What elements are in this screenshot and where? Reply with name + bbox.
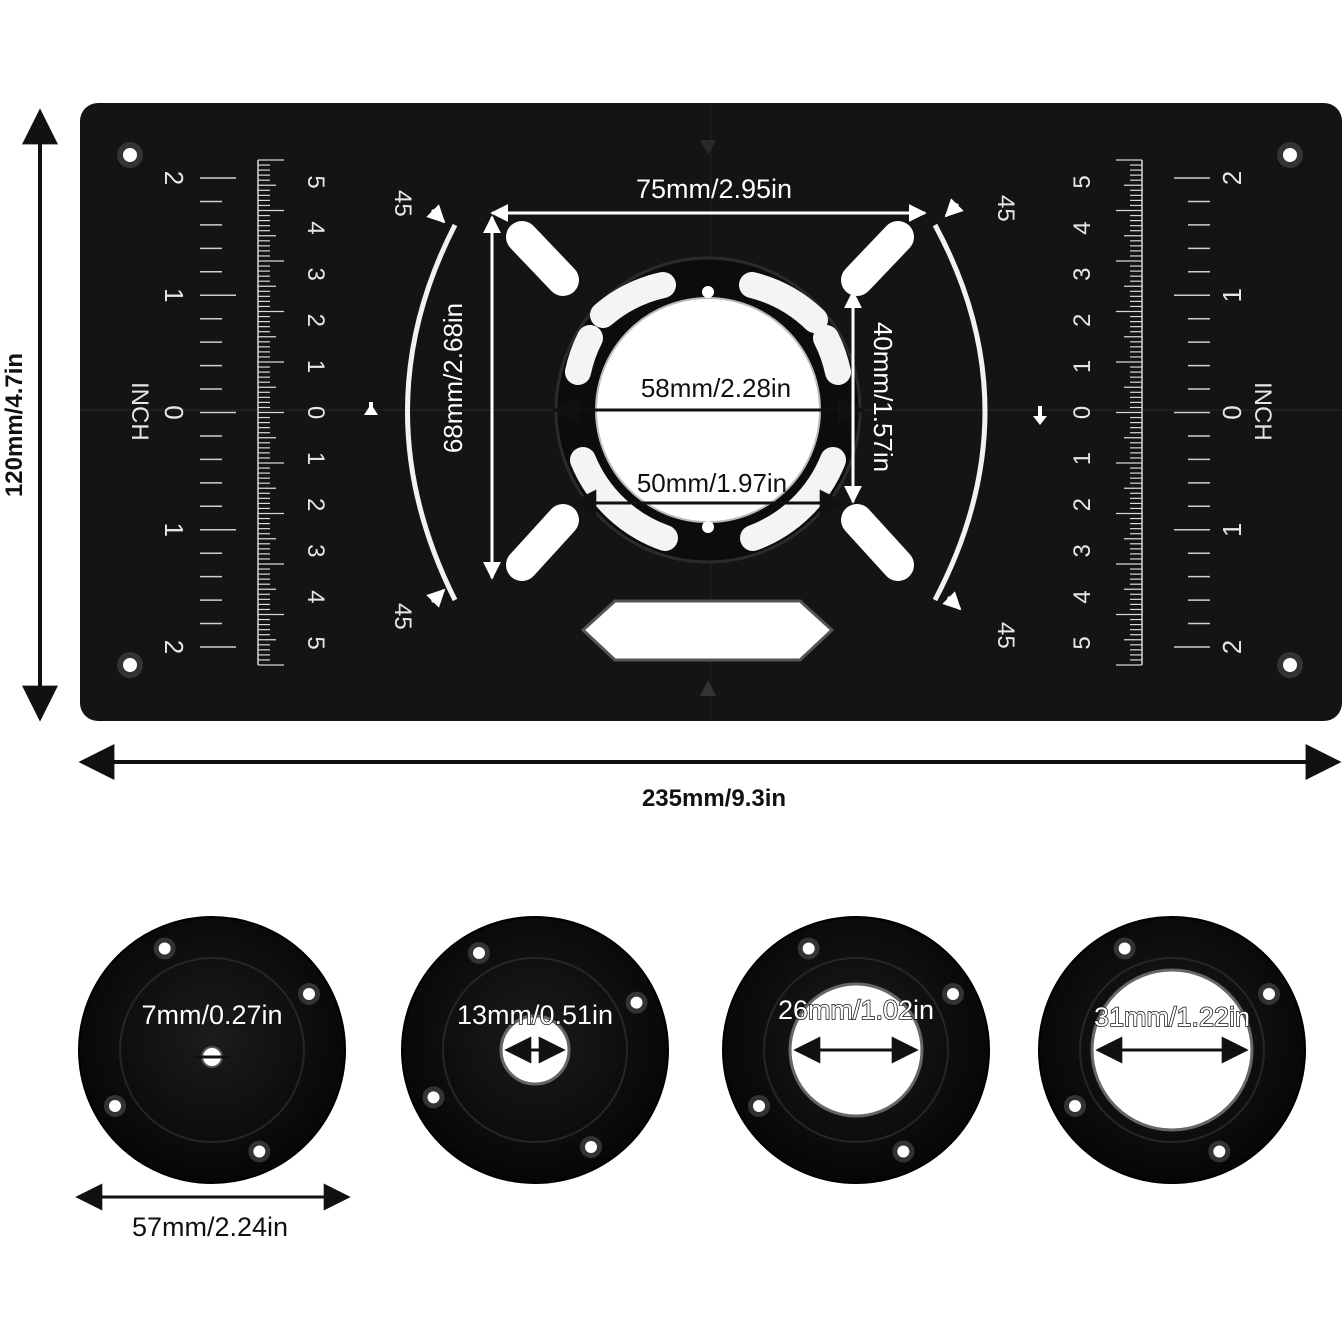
- bottom-marker-icon: [700, 680, 716, 696]
- plate-width-label: 235mm/9.3in: [642, 785, 786, 812]
- cm-mark-label: 4: [1069, 590, 1096, 603]
- insert-ring: 7mm/0.27in: [78, 916, 346, 1184]
- inch-mark-label: 0: [159, 405, 189, 419]
- cm-mark-label: 2: [302, 314, 329, 327]
- ring-hole-label: 13mm/0.51in: [457, 1000, 613, 1030]
- vertical-span-label: 68mm/2.68in: [438, 303, 468, 453]
- cm-mark-label: 1: [302, 452, 329, 465]
- ruler-right: 2 1 0 1 2 5 4 3 2 1 0 1 2 3 4 5: [1069, 159, 1247, 666]
- cm-mark-label: 2: [1069, 314, 1096, 327]
- plate-height-label: 120mm/4.7in: [1, 353, 28, 497]
- left-center-arrow-icon: [364, 402, 378, 415]
- angle-label-bl: 45: [389, 603, 416, 630]
- ruler-left: 2 1 0 1 2 5 4 3 2 1 0 1 2 3 4 5: [159, 159, 329, 666]
- plate-dimension-lines: [483, 204, 927, 580]
- cm-mark-label: 1: [302, 360, 329, 373]
- cm-mark-label: 5: [302, 636, 329, 649]
- cm-mark-label: 3: [302, 544, 329, 557]
- corner-hole-icon: [117, 142, 143, 168]
- corner-hole-icon: [117, 652, 143, 678]
- cm-mark-label: 2: [1069, 498, 1096, 511]
- inch-mark-label: 2: [1217, 171, 1247, 185]
- ring-hole-label: 31mm/1.22in: [1094, 1002, 1250, 1032]
- center-hole-label: 58mm/2.28in: [641, 373, 791, 403]
- angle-label-br: 45: [992, 622, 1019, 649]
- inch-label-left: INCH: [126, 382, 153, 441]
- slot-top-right: [841, 221, 914, 296]
- inch-label-right: INCH: [1249, 382, 1276, 441]
- ring-diameter-label: 57mm/2.24in: [132, 1212, 288, 1242]
- ring-hole-label: 26mm/1.02in: [778, 995, 934, 1025]
- right-center-arrow-icon: [1033, 406, 1047, 425]
- cm-mark-label: 4: [302, 590, 329, 603]
- right-vertical-label: 40mm/1.57in: [868, 322, 898, 472]
- cm-mark-label: 5: [1069, 636, 1096, 649]
- cm-mark-label: 3: [1069, 268, 1096, 281]
- angle-label-tr: 45: [992, 195, 1019, 222]
- insert-ring: 13mm/0.51in: [401, 916, 669, 1184]
- cm-mark-label: 5: [1069, 175, 1096, 188]
- inch-mark-label: 1: [1217, 523, 1247, 537]
- inch-mark-label: 2: [1217, 640, 1247, 654]
- inch-mark-label: 1: [1217, 288, 1247, 302]
- slot-top-left: [506, 221, 579, 296]
- cm-mark-label: 0: [1069, 406, 1096, 419]
- left-arc: [405, 223, 458, 602]
- angle-arrow-icon: [426, 198, 964, 611]
- inch-mark-label: 0: [1217, 405, 1247, 419]
- insert-ring: 31mm/1.22in: [1038, 916, 1306, 1184]
- cm-mark-label: 3: [1069, 544, 1096, 557]
- inch-mark-label: 2: [159, 640, 189, 654]
- corner-hole-icon: [1277, 652, 1303, 678]
- slot-bottom-right: [841, 504, 914, 581]
- cm-mark-label: 0: [302, 406, 329, 419]
- inch-mark-label: 1: [159, 288, 189, 302]
- insert-rings: 7mm/0.27in 13mm/0.51in 26mm/1.02in 31mm/1.2…: [78, 916, 1306, 1184]
- top-marker-icon: [700, 140, 716, 154]
- ring-hole-label: 7mm/0.27in: [141, 1000, 282, 1030]
- right-arc: [932, 223, 988, 602]
- inner-span-label: 50mm/1.97in: [637, 468, 787, 498]
- cm-mark-label: 4: [1069, 221, 1096, 234]
- slot-bottom-left: [506, 504, 579, 581]
- cm-mark-label: 3: [302, 268, 329, 281]
- bottom-slot: [580, 599, 835, 662]
- cm-mark-label: 2: [302, 498, 329, 511]
- cm-mark-label: 1: [1069, 452, 1096, 465]
- angle-label-tl: 45: [389, 190, 416, 217]
- cm-mark-label: 5: [302, 175, 329, 188]
- cm-mark-label: 1: [1069, 360, 1096, 373]
- corner-hole-icon: [1277, 142, 1303, 168]
- inch-mark-label: 2: [159, 171, 189, 185]
- cm-mark-label: 4: [302, 221, 329, 234]
- inch-mark-label: 1: [159, 523, 189, 537]
- plate-outer-dimensions: [22, 108, 1342, 780]
- insert-ring: 26mm/1.02in: [722, 916, 990, 1184]
- top-span-label: 75mm/2.95in: [636, 174, 792, 204]
